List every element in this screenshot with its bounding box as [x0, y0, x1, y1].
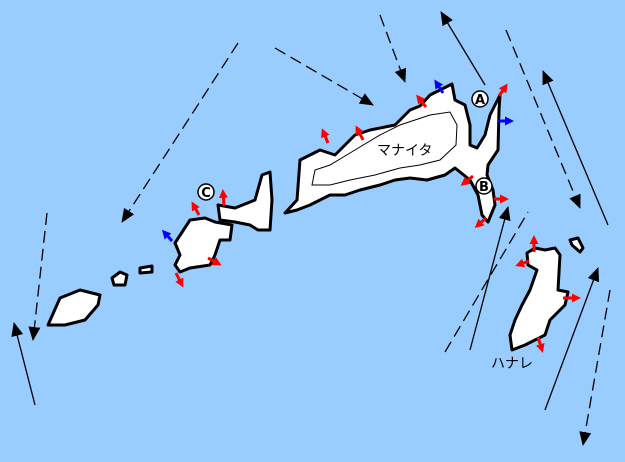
hanare-island [508, 246, 570, 352]
red-arrow [207, 256, 222, 266]
red-arrow [416, 94, 428, 108]
red-arrow [174, 272, 184, 288]
hanare-label: ハナレ [491, 356, 533, 372]
red-arrow [515, 258, 530, 268]
marker-b: B [475, 177, 493, 195]
current-arrow [469, 206, 511, 351]
current-arrow [542, 70, 609, 226]
current-arrow [121, 42, 239, 223]
current-arrow [579, 289, 611, 446]
marker-c-label: C [201, 186, 211, 201]
marker-c: C [197, 183, 215, 201]
currents [11, 11, 611, 446]
flow-arrows [162, 79, 581, 353]
small-islet [138, 264, 154, 275]
current-arrow [440, 11, 486, 86]
manaita-label: マナイタ [377, 143, 432, 159]
current-arrow [379, 14, 407, 83]
blue-arrow [434, 79, 445, 94]
manaita-island [283, 82, 502, 224]
islet [568, 236, 585, 254]
red-arrow [191, 201, 201, 216]
red-arrow [474, 216, 487, 228]
current-arrow [505, 29, 581, 209]
current-arrow [11, 322, 36, 406]
marker-b-label: B [479, 180, 489, 195]
red-arrow [355, 125, 365, 141]
red-arrow [535, 336, 545, 353]
hook-island [216, 170, 274, 232]
blue-arrow [162, 229, 174, 242]
c-island [173, 216, 234, 274]
red-arrow [218, 189, 228, 207]
marker-a-label: A [475, 93, 485, 108]
red-arrow [460, 174, 474, 186]
current-arrow [28, 212, 48, 341]
small-islet [110, 270, 129, 287]
red-arrow [497, 83, 508, 97]
current-line [444, 211, 529, 353]
current-arrow [274, 47, 374, 106]
marker-a: A [471, 90, 489, 108]
elevation-contour [311, 111, 458, 186]
red-arrow [321, 128, 330, 144]
west-island [46, 288, 102, 327]
current-arrow [544, 267, 600, 411]
